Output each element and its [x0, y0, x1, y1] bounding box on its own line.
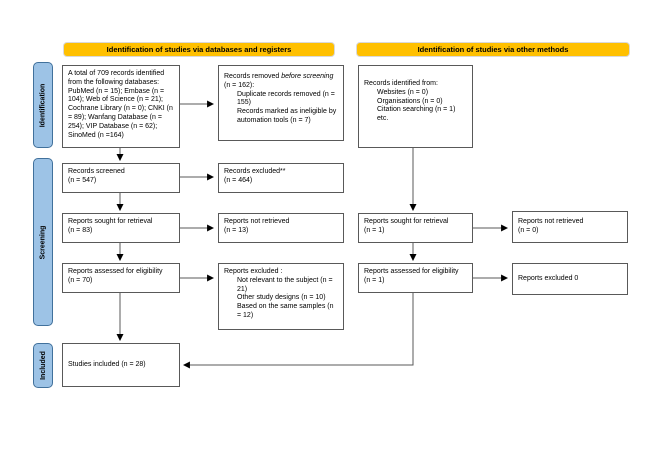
- box-reports-assessed-other: Reports assessed for eligibility (n = 1): [358, 263, 473, 293]
- reports-excluded-other-text: Reports excluded 0: [518, 274, 579, 282]
- box-reports-assessed-databases: Reports assessed for eligibility (n = 70…: [62, 263, 180, 293]
- reports-sought-databases-count: (n = 83): [68, 226, 93, 234]
- records-excluded-count: (n = 464): [224, 176, 253, 184]
- records-screened-label: Records screened: [68, 168, 125, 175]
- box-records-identified-databases: A total of 709 records identified from t…: [62, 65, 180, 148]
- reports-assessed-other-label: Reports assessed for eligibility: [364, 268, 459, 275]
- box-records-removed: Records removed before screening (n = 16…: [218, 65, 344, 141]
- box-records-identified-databases-text: A total of 709 records identified from t…: [68, 70, 173, 139]
- records-identified-other-head: Records identified from:: [364, 80, 438, 87]
- reports-not-retrieved-databases-count: (n = 13): [224, 226, 249, 234]
- records-screened-count: (n = 547): [68, 176, 97, 184]
- box-reports-excluded-other: Reports excluded 0: [512, 263, 628, 295]
- box-reports-excluded-databases: Reports excluded : Not relevant to the s…: [218, 263, 344, 330]
- header-other-methods: Identification of studies via other meth…: [356, 42, 630, 57]
- records-identified-other-organisations: Organisations (n = 0): [377, 97, 443, 105]
- box-records-screened: Records screened (n = 547): [62, 163, 180, 193]
- reports-assessed-databases-count: (n = 70): [68, 276, 93, 284]
- stage-included: Included: [33, 343, 53, 388]
- box-reports-not-retrieved-databases: Reports not retrieved (n = 13): [218, 213, 344, 243]
- records-removed-head: Records removed before screening (n = 16…: [224, 73, 334, 89]
- records-identified-other-websites: Websites (n = 0): [377, 88, 429, 96]
- reports-sought-databases-label: Reports sought for retrieval: [68, 218, 153, 225]
- records-identified-other-citation: Citation searching (n = 1): [377, 106, 456, 114]
- stage-screening: Screening: [33, 158, 53, 326]
- box-reports-sought-databases: Reports sought for retrieval (n = 83): [62, 213, 180, 243]
- studies-included-text: Studies included (n = 28): [68, 360, 146, 368]
- box-reports-not-retrieved-other: Reports not retrieved (n = 0): [512, 211, 628, 243]
- reports-assessed-other-count: (n = 1): [364, 276, 385, 284]
- reports-not-retrieved-databases-label: Reports not retrieved: [224, 218, 290, 225]
- records-removed-item-automation: Records marked as ineligible by automati…: [237, 108, 337, 125]
- box-records-excluded: Records excluded** (n = 464): [218, 163, 344, 193]
- box-reports-sought-other: Reports sought for retrieval (n = 1): [358, 213, 473, 243]
- records-excluded-label: Records excluded**: [224, 168, 286, 175]
- stage-identification: Identification: [33, 62, 53, 148]
- stage-identification-label: Identification: [39, 83, 47, 127]
- records-removed-item-duplicates: Duplicate records removed (n = 155): [237, 90, 335, 107]
- stage-included-label: Included: [39, 351, 47, 380]
- reports-excluded-item-not-relevant: Not relevant to the subject (n = 21): [237, 276, 333, 293]
- box-records-identified-other: Records identified from: Websites (n = 0…: [358, 65, 473, 148]
- records-removed-italic: before screening: [281, 73, 334, 80]
- reports-excluded-databases-head: Reports excluded :: [224, 268, 283, 275]
- reports-sought-other-count: (n = 1): [364, 226, 385, 234]
- reports-sought-other-label: Reports sought for retrieval: [364, 218, 449, 225]
- reports-excluded-item-same-samples: Based on the same samples (n = 12): [237, 303, 334, 320]
- reports-not-retrieved-other-count: (n = 0): [518, 226, 539, 234]
- box-studies-included: Studies included (n = 28): [62, 343, 180, 387]
- records-identified-other-etc: etc.: [377, 115, 389, 123]
- reports-not-retrieved-other-label: Reports not retrieved: [518, 218, 584, 225]
- stage-screening-label: Screening: [39, 225, 47, 259]
- reports-excluded-item-other-designs: Other study designs (n = 10): [237, 294, 326, 302]
- reports-assessed-databases-label: Reports assessed for eligibility: [68, 268, 163, 275]
- header-databases-registers: Identification of studies via databases …: [63, 42, 335, 57]
